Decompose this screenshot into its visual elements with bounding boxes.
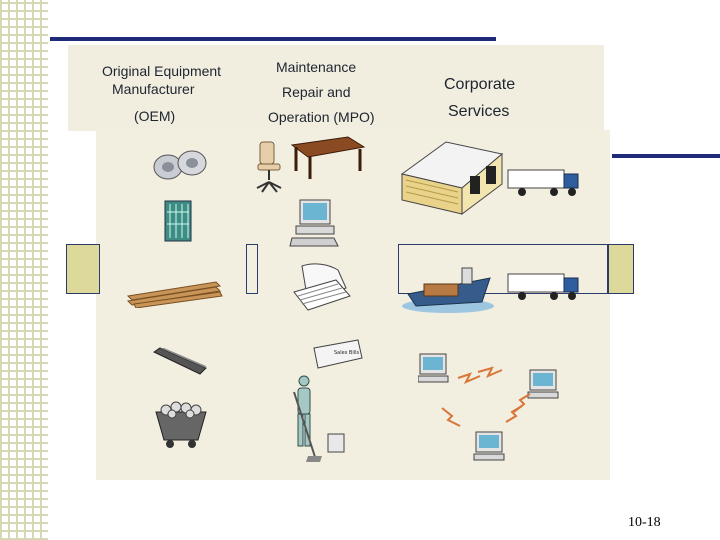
warehouse-icon	[400, 141, 504, 215]
middle-bar	[246, 244, 258, 294]
office-chair-icon	[256, 141, 282, 193]
right-bar	[608, 244, 634, 294]
signal-lines	[441, 366, 531, 427]
corporate-heading-line1: Corporate	[444, 76, 516, 93]
top-rule	[50, 37, 496, 41]
paper-stack-icon	[293, 263, 351, 311]
ore-cart-icon	[155, 401, 207, 448]
truck-icon	[507, 169, 579, 196]
page-number: 10-18	[628, 515, 661, 530]
forms-icon: Sales Bills	[313, 339, 363, 369]
corporate-heading-line2: Services	[448, 103, 510, 120]
mro-heading-line2: Repair and	[282, 84, 351, 100]
computer-icon	[289, 199, 339, 247]
right-rule	[612, 154, 720, 158]
steel-beam-icon	[152, 347, 207, 375]
oem-heading-line3: (OEM)	[134, 108, 176, 124]
network-computer-1	[418, 353, 449, 383]
circuit-board-icon	[164, 200, 192, 242]
grid-decoration	[0, 0, 48, 540]
metal-coils-icon	[153, 150, 207, 180]
left-bar	[66, 244, 100, 294]
lumber-planks-icon	[126, 281, 223, 308]
truck-icon	[507, 273, 579, 300]
oem-heading-line2: Manufacturer	[112, 81, 195, 97]
mro-heading-line3: Operation (MPO)	[268, 109, 375, 125]
header-panel	[68, 45, 604, 131]
right-bar-outline	[398, 244, 608, 294]
network-computer-3	[473, 431, 505, 461]
janitor-icon	[293, 375, 345, 462]
mro-heading-line1: Maintenance	[276, 59, 357, 75]
network-computer-2	[527, 369, 559, 399]
desk-icon	[290, 136, 366, 179]
computer-network-icon	[418, 353, 559, 461]
form-text: Sales Bills	[334, 350, 359, 356]
cargo-ship-icon	[402, 267, 494, 313]
oem-heading-line1: Original Equipment	[102, 63, 222, 79]
